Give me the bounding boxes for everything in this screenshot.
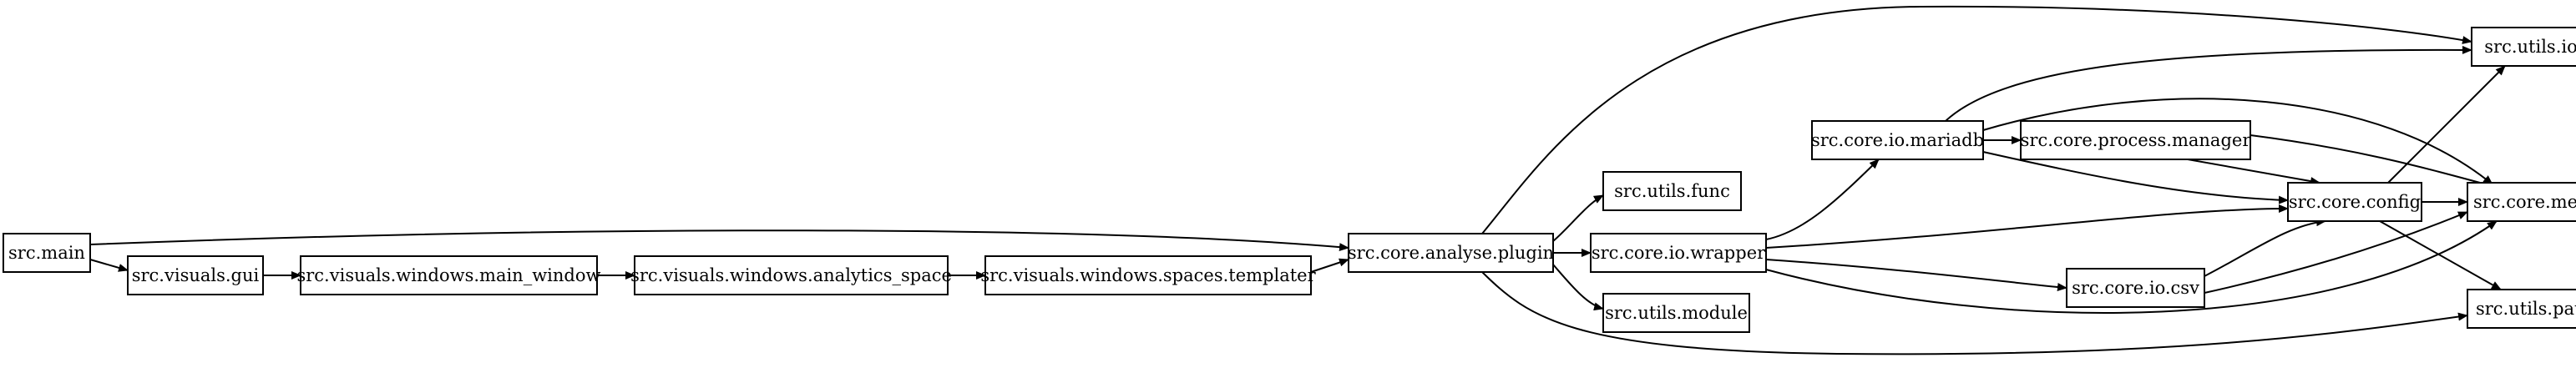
edge-plugin-to-module	[1552, 264, 1604, 311]
edge-mariadb-to-config	[1982, 151, 2289, 204]
node-box	[2467, 289, 2576, 329]
node-label: src.core.process.manager	[2021, 130, 2252, 150]
node-label: src.visuals.windows.analytics_space	[630, 265, 952, 285]
node-path: src.utils.path	[2467, 289, 2576, 329]
node-templater: src.visuals.windows.spaces.templater	[980, 255, 1317, 295]
node-box	[634, 255, 949, 295]
node-io: src.utils.io	[2471, 27, 2576, 67]
node-label: src.utils.path	[2476, 299, 2576, 319]
node-label: src.core.meta	[2473, 192, 2576, 212]
node-label: src.visuals.windows.main_window	[296, 265, 600, 285]
edge-mariadb-to-meta	[1982, 98, 2493, 185]
node-box	[1811, 120, 1984, 160]
edge-wrapper-to-config	[1765, 204, 2289, 249]
node-gui: src.visuals.gui	[127, 255, 264, 295]
node-analytics-space: src.visuals.windows.analytics_space	[630, 255, 952, 295]
node-box	[2467, 182, 2576, 222]
edge-config-to-path	[2379, 220, 2502, 290]
node-manager: src.core.process.manager	[2020, 120, 2252, 160]
node-box	[1602, 293, 1750, 333]
node-box	[3, 233, 91, 273]
node-config: src.core.config	[2287, 182, 2422, 222]
edge-wrapper-to-csv	[1765, 259, 2067, 291]
node-func: src.utils.func	[1602, 171, 1742, 211]
node-box	[127, 255, 264, 295]
edge-templater-to-plugin	[1310, 258, 1349, 273]
node-label: src.core.analyse.plugin	[1348, 243, 1554, 263]
node-csv: src.core.io.csv	[2066, 268, 2205, 308]
edge-wrapper-to-mariadb	[1765, 159, 1880, 240]
node-box	[2066, 268, 2205, 308]
node-mariadb: src.core.io.mariadb	[1811, 120, 1984, 160]
edge-mariadb-to-io	[1945, 45, 2472, 122]
node-plugin: src.core.analyse.plugin	[1348, 233, 1554, 273]
node-label: src.visuals.windows.spaces.templater	[980, 265, 1316, 285]
edge-csv-to-meta	[2204, 211, 2468, 294]
edge-plugin-to-path	[1481, 271, 2468, 355]
node-label: src.core.io.csv	[2072, 278, 2199, 298]
node-box	[2287, 182, 2422, 222]
node-label: src.core.io.mariadb	[1811, 130, 1984, 150]
edge-manager-to-meta	[2250, 134, 2493, 188]
node-meta: src.core.meta	[2467, 182, 2576, 222]
node-box	[2471, 27, 2576, 67]
edge-main-to-gui	[89, 259, 129, 272]
node-label: src.core.config	[2289, 192, 2421, 212]
node-module: src.utils.module	[1602, 293, 1750, 333]
edge-plugin-to-io	[1481, 5, 2472, 234]
node-label: src.core.io.wrapper	[1592, 243, 1766, 263]
node-label: src.utils.module	[1605, 303, 1748, 323]
edge-csv-to-config	[2204, 218, 2326, 277]
node-box	[1348, 233, 1554, 273]
node-label: src.visuals.gui	[132, 265, 260, 285]
node-box	[984, 255, 1312, 295]
edge-main-to-plugin	[89, 229, 1349, 252]
edge-plugin-to-func	[1552, 194, 1604, 242]
node-box	[1602, 171, 1742, 211]
node-box	[300, 255, 598, 295]
node-wrapper: src.core.io.wrapper	[1590, 233, 1767, 273]
node-box	[1590, 233, 1767, 273]
edge-config-to-io	[2387, 65, 2506, 184]
node-main: src.main	[3, 233, 91, 273]
edge-manager-to-config	[2187, 159, 2320, 186]
node-main-window: src.visuals.windows.main_window	[296, 255, 601, 295]
edges-layer	[89, 5, 2506, 355]
nodes-layer: src.main src.visuals.gui src.visuals.windo…	[3, 27, 2576, 333]
node-box	[2020, 120, 2251, 160]
node-label: src.main	[8, 243, 85, 263]
node-label: src.utils.func	[1614, 181, 1730, 201]
node-label: src.utils.io	[2484, 37, 2576, 57]
edge-wrapper-to-meta	[1765, 220, 2498, 314]
